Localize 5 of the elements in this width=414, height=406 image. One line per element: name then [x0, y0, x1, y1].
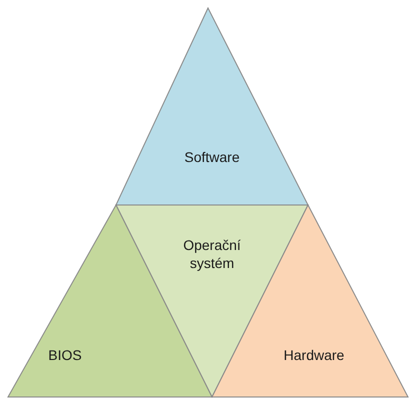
segment-label: Software — [183, 148, 241, 166]
triangle-segment — [116, 8, 308, 205]
segment-label: Operační systém — [182, 236, 242, 272]
segment-label: Hardware — [282, 346, 346, 364]
segment-label: BIOS — [47, 346, 83, 364]
